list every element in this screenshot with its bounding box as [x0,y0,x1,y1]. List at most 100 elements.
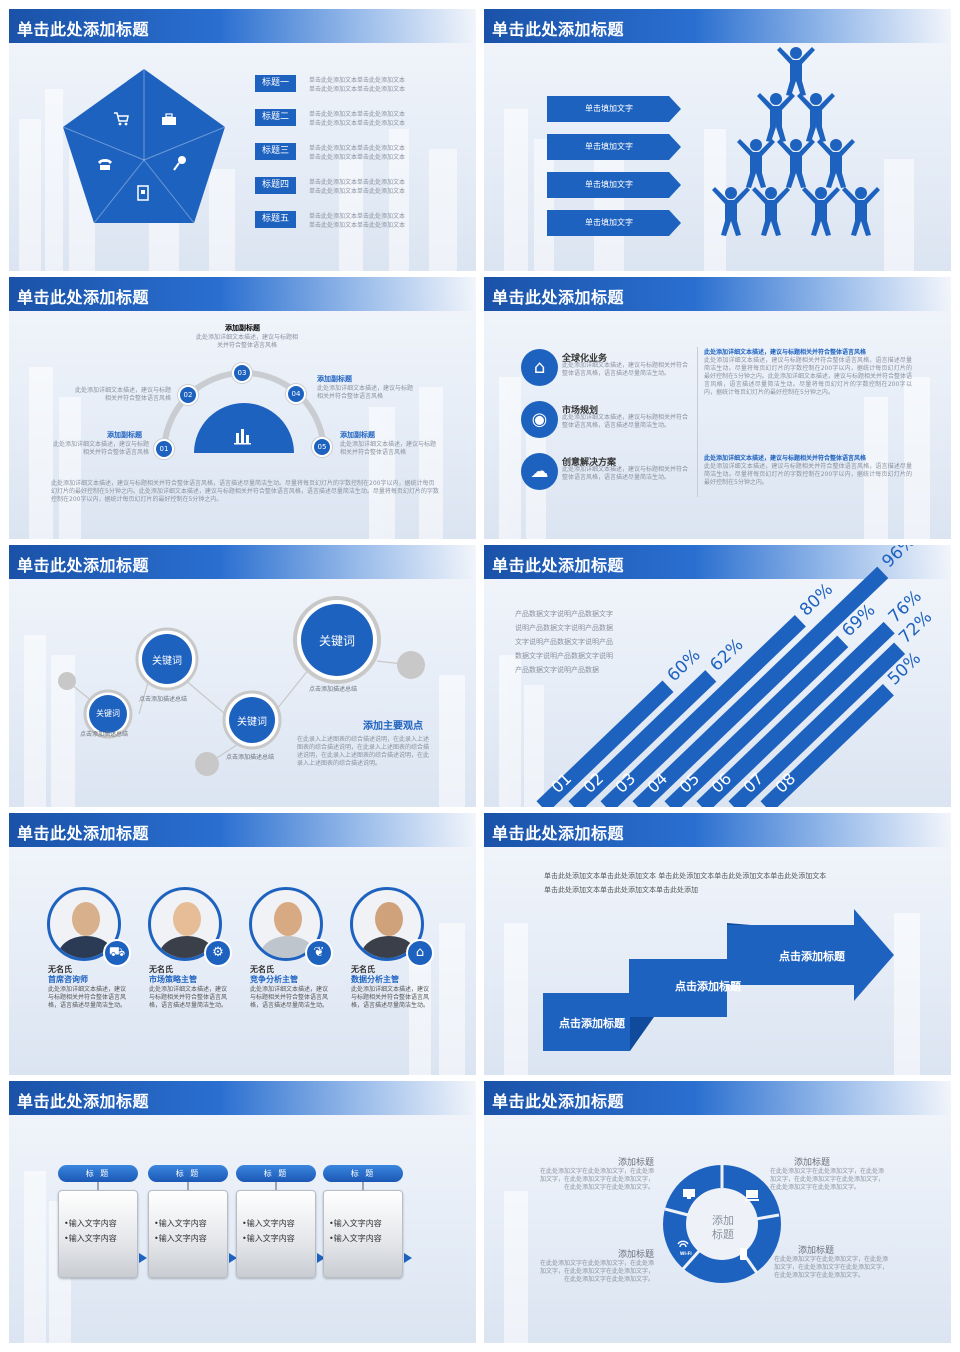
slide-header [9,813,476,847]
keyword-label[interactable]: 关键词 [152,656,182,667]
card-body [323,1190,403,1278]
city-background [504,1191,528,1343]
block-text: 在此处添加文字在此处添加文字，在此处添加文字，在此处添加文字在此处添加文字，在此… [774,1256,889,1279]
person-name: 无名氏 [48,965,72,974]
keyword-label[interactable]: 关键词 [318,634,355,648]
arrow-shape [547,210,681,236]
city-background [499,377,930,539]
slide-title: 单击此处添加标题 [492,1092,625,1111]
avatar-head [375,902,403,936]
card-arrow [139,1253,147,1263]
bank-icon: ⌂ [406,939,434,967]
main-point-title: 添加主要观点 [363,721,423,732]
slide-header [484,813,951,847]
left-subtitle: 添加副标题 [107,431,142,439]
briefcase-icon [162,113,176,125]
card-arrow [317,1253,325,1263]
bottom-text: 此处添加详细文本描述，建议与标题相关并符合整体语言风格，语言描述尽量简洁生动。尽… [51,480,439,503]
slide-10[interactable]: 单击此处添加标题 添加 标题 WI-FI 添加标题在此处添加文字在此处添加文字，… [484,1081,951,1343]
card-body [148,1190,228,1278]
right-text-1: 此处添加详细文本描述，建议与标题相关并符合整体语言风格 [317,385,414,400]
top-text: 此处添加详细文本描述，建议与标题相关并符合整体语言风格 [195,334,298,349]
slide-header [9,545,476,579]
card-header[interactable]: 标 题 [148,1165,228,1182]
keyword-caption: 点击添加描述总结 [226,754,275,761]
product-description: 产品数据文字说明产品数据文字说明产品数据文字说明产品数据文字说明产品数据文字说明… [515,607,613,677]
gear-icon: ⚙ [204,939,232,967]
title-text: 单击此处添加文本单击此处添加文本 [309,111,406,118]
bar-shape [696,621,895,807]
arrow-label-box[interactable]: 单击填加文字 [547,134,681,160]
bar-shape [632,566,889,807]
slide-6[interactable]: 单击此处添加标题 产品数据文字说明产品数据文字说明产品数据文字说明产品数据文字说… [484,545,951,807]
slide-header [9,9,476,43]
slide-title: 单击此处添加标题 [492,288,625,307]
cycle-center-line-1: 添加 [712,1214,734,1227]
card-line: •输入文字内容 [154,1219,207,1228]
keyword-label[interactable]: 关键词 [96,709,120,718]
title-badge[interactable]: 标题四 [255,177,296,194]
bar-shape [728,642,906,807]
feature-text: 此处添加详细文本描述，建议与标题相关并符合整体语言风格，语言描述尽量简洁生动。 [562,466,689,481]
bar-percent: 96% [878,545,919,572]
avatar-head [173,902,201,936]
slide-header [9,1081,476,1115]
card-body [236,1190,316,1278]
arrow-shape [547,96,681,122]
right-heading-2: 此处添加详细文本描述，建议与标题相关并符合整体语言风格 [704,455,867,462]
slide-4[interactable]: 单击此处添加标题 ⌂全球化业务此处添加详细文本描述，建议与标题相关并符合整体语言… [484,277,951,539]
avatar-head [72,902,100,936]
slide-7[interactable]: 单击此处添加标题 ⛟无名氏首席咨询师此处添加详细文本描述，建议与标题相关并符合整… [9,813,476,1075]
card-body [58,1190,138,1278]
slide-8[interactable]: 单击此处添加标题 单击此处添加文本单击此处添加文本 单击此处添加文本单击此处添加… [484,813,951,1075]
card-connector [275,1182,277,1190]
step-node: 02 [178,385,198,405]
title-badge[interactable]: 标题一 [255,75,296,92]
bar-shape [568,670,717,807]
right-body-2: 此处添加详细文本描述，建议与标题相关并符合整体语言风格，语言描述尽量简洁生动。尽… [704,463,912,486]
title-badge[interactable]: 标题三 [255,143,296,160]
arrow-label-box[interactable]: 单击填加文字 [547,210,681,236]
city-background [19,89,457,271]
intro-line-1: 单击此处添加文本单击此处添加文本 单击此处添加文本单击此处添加文本单击此处添加文… [544,872,827,880]
person-text: 此处添加详细文本描述，建议与标题相关并符合整体语言风格，语言描述尽量简洁生动。 [48,986,127,1009]
title-text: 单击此处添加文本单击此处添加文本 [309,213,406,220]
title-badge[interactable]: 标题二 [255,109,296,126]
divider [697,347,698,497]
right-body-1: 此处添加详细文本描述，建议与标题相关并符合整体语言风格，语言描述尽量简洁生动。尽… [704,357,912,396]
title-text: 单击此处添加文本单击此处添加文本 [309,120,406,127]
arrow-label-box[interactable]: 单击填加文字 [547,172,681,198]
step-label-3[interactable]: 点击添加标题 [779,950,845,963]
card-header[interactable]: 标 题 [323,1165,403,1182]
slide-title: 单击此处添加标题 [17,288,150,307]
block-text: 在此处添加文字在此处添加文字，在此处添加文字，在此处添加文字在此处添加文字，在此… [770,1168,885,1191]
card-header[interactable]: 标 题 [236,1165,316,1182]
slide-title: 单击此处添加标题 [17,556,150,575]
arrow-label-box[interactable]: 单击填加文字 [547,96,681,122]
right-subtitle-1: 添加副标题 [317,375,352,383]
avatar [47,887,121,961]
title-badge[interactable]: 标题五 [255,211,296,228]
pentagon-diagram [62,69,226,224]
slide-1[interactable]: 单击此处添加标题 标题一单击此处添加文本单击此处添加文本单击此处添加文本单击此处… [9,9,476,271]
slide-5[interactable]: 单击此处添加标题 关键词点击添加描述总结关键词点击添加描述总结关键词点击添加描述… [9,545,476,807]
card-header[interactable]: 标 题 [58,1165,138,1182]
card-connector [187,1182,189,1190]
arrow-label: 单击填加文字 [585,218,633,227]
block-title: 添加标题 [617,1158,654,1168]
keyword-label[interactable]: 关键词 [237,717,267,728]
step-label-1[interactable]: 点击添加标题 [559,1017,625,1030]
person-role: 首席咨询师 [48,975,88,984]
keyword-caption: 点击添加描述总结 [139,696,188,703]
slide-2[interactable]: 单击此处添加标题 单击填加文字单击填加文字单击填加文字单击填加文字 [484,9,951,271]
block-text: 在此处添加文字在此处添加文字，在此处添加文字，在此处添加文字在此处添加文字，在此… [539,1260,654,1283]
arrow-label: 单击填加文字 [585,142,633,151]
slide-9[interactable]: 单击此处添加标题 标 题•输入文字内容•输入文字内容标 题•输入文字内容•输入文… [9,1081,476,1343]
feature-text: 此处添加详细文本描述，建议与标题相关并符合整体语言风格，语言描述尽量简洁生动。 [562,362,689,377]
arrow-label: 单击填加文字 [585,104,633,113]
step-label-2[interactable]: 点击添加标题 [675,980,741,993]
description-line: 文字说明产品数据文字说明产品 [515,638,613,646]
